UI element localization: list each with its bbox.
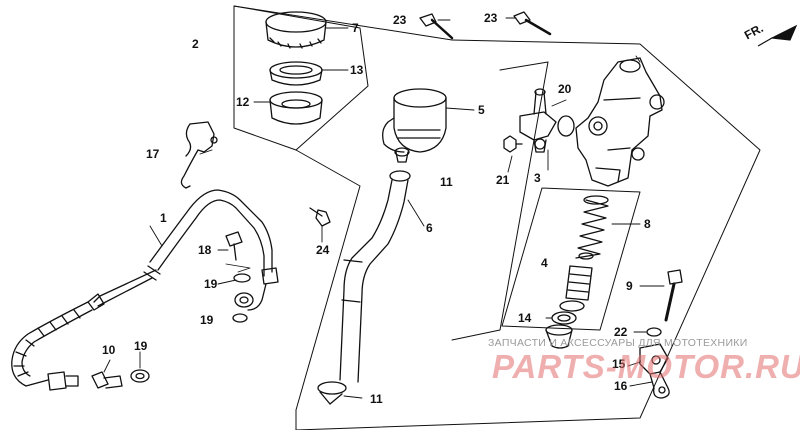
callout-15: 15 xyxy=(612,357,626,371)
callout-10: 10 xyxy=(102,343,116,357)
bolt-24 xyxy=(309,207,331,227)
piston-parts xyxy=(545,252,594,349)
screw-21 xyxy=(503,135,523,153)
piston-box-outline xyxy=(501,187,641,331)
master-cylinder-body xyxy=(575,57,665,187)
washer-19-lower xyxy=(232,313,248,323)
diaphragm xyxy=(269,91,323,125)
callout-7: 7 xyxy=(352,21,359,35)
callout-6: 6 xyxy=(426,221,433,235)
callout-4: 4 xyxy=(541,256,548,270)
piston-group-outline xyxy=(451,61,549,341)
callout-23-right: 23 xyxy=(484,11,498,25)
push-rod-9 xyxy=(664,269,683,322)
banjo-washer xyxy=(234,292,254,308)
clutch-hose-1 xyxy=(11,189,279,391)
washer-19-bottom xyxy=(130,369,150,383)
callout-20: 20 xyxy=(558,82,572,96)
hose-clamp-17 xyxy=(180,121,218,189)
callout-12: 12 xyxy=(236,95,250,109)
hose-group-outline xyxy=(295,149,361,411)
callout-24: 24 xyxy=(316,243,330,257)
clevis-15 xyxy=(639,343,670,399)
callout-8: 8 xyxy=(644,217,651,231)
reservoir-group-outline xyxy=(233,5,453,151)
callout-19-bottom: 19 xyxy=(134,339,148,353)
callout-17: 17 xyxy=(146,147,160,161)
callout-13: 13 xyxy=(350,63,364,77)
washer-19-upper xyxy=(233,273,251,283)
master-cylinder-outline xyxy=(295,39,761,430)
callout-19-upper: 19 xyxy=(204,277,218,291)
reservoir-cap xyxy=(265,11,327,49)
watermark-logo: PARTS-MOTOR.RU xyxy=(492,348,800,385)
joint-bolt-10 xyxy=(91,371,123,389)
leader-lines xyxy=(103,17,665,399)
o-ring-20 xyxy=(557,115,575,137)
callout-23-left: 23 xyxy=(393,13,407,27)
diaphragm-plate xyxy=(269,61,323,86)
callout-11-upper: 11 xyxy=(440,175,453,189)
callout-19-lower: 19 xyxy=(200,313,214,327)
callout-14: 14 xyxy=(518,311,532,325)
spring-8 xyxy=(575,195,609,259)
reservoir-hose xyxy=(317,170,411,405)
callout-16: 16 xyxy=(614,379,628,393)
watermark-caption: ЗАПЧАСТИ И АКСЕССУАРЫ ДЛЯ МОТОТЕХНИКИ xyxy=(488,337,748,349)
bolt-23-left xyxy=(419,13,454,40)
oil-bolt-18 xyxy=(225,231,243,261)
front-direction-arrow xyxy=(757,24,798,47)
bolt-23-right xyxy=(513,11,552,36)
callout-21: 21 xyxy=(496,173,510,187)
callout-3: 3 xyxy=(534,171,541,185)
hose-joint-3 xyxy=(519,88,557,153)
callout-22: 22 xyxy=(614,325,628,339)
callout-18: 18 xyxy=(198,243,212,257)
nut-22 xyxy=(646,327,662,337)
callout-9: 9 xyxy=(626,279,633,293)
callout-11-lower: 11 xyxy=(370,392,383,406)
reservoir xyxy=(382,88,447,163)
callout-1: 1 xyxy=(160,211,167,225)
callout-5: 5 xyxy=(478,103,485,117)
callout-2: 2 xyxy=(192,37,199,51)
